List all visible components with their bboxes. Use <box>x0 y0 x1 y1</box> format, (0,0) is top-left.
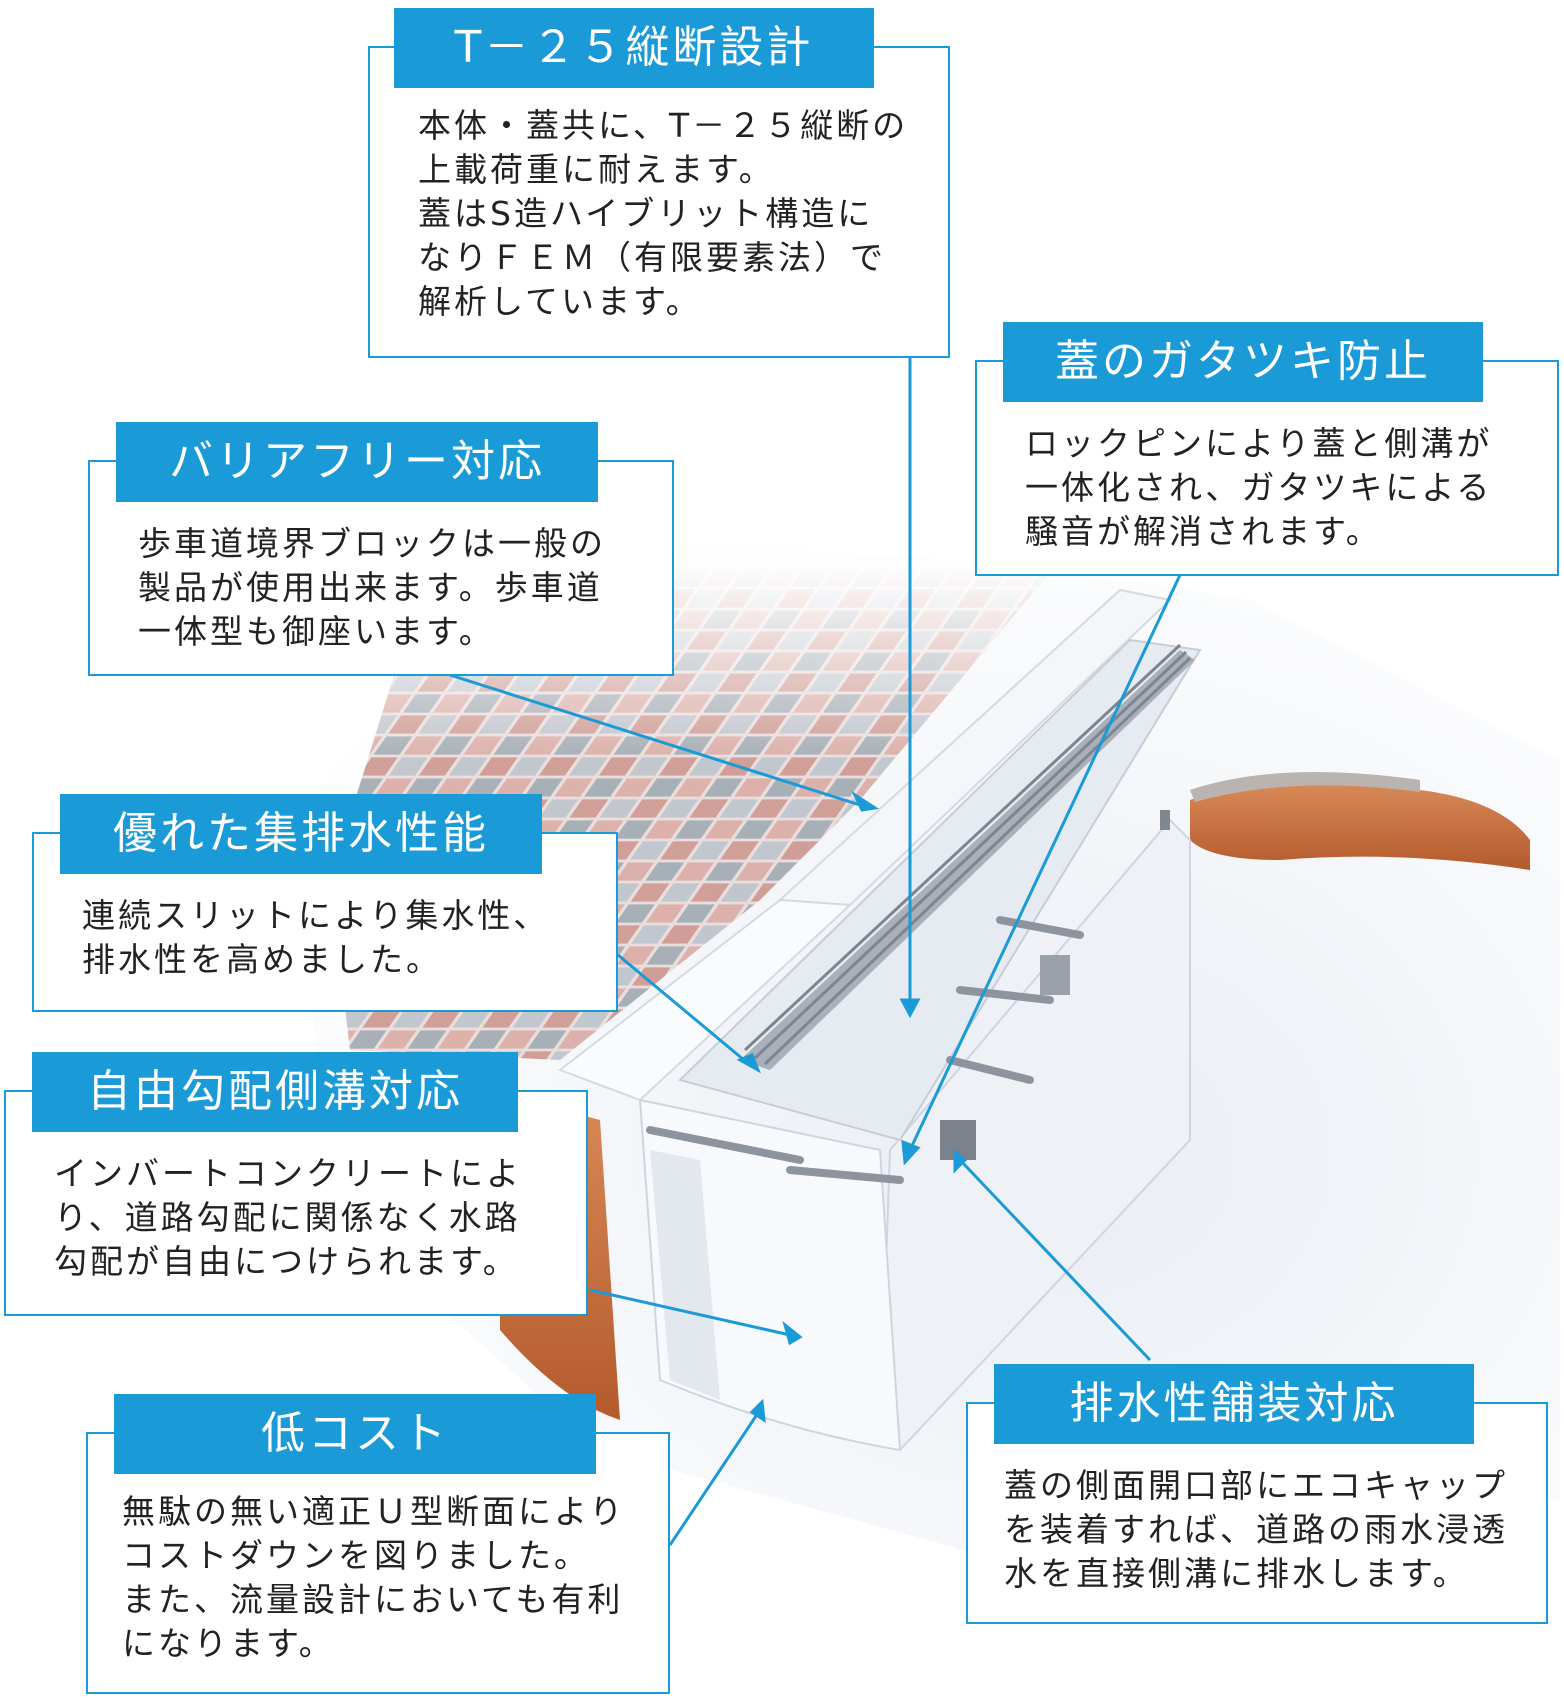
callout-rattle-title: 蓋のガタツキ防止 <box>1003 322 1483 402</box>
callout-barrier-free-title: バリアフリー対応 <box>116 422 598 502</box>
callout-rattle-line: 騒音が解消されます。 <box>1025 512 1382 551</box>
callout-gradient-line: り、道路勾配に関係なく水路 <box>54 1198 521 1237</box>
curb-side <box>557 898 853 1102</box>
callout-barrier-free-body: 歩車道境界ブロックは一般の 製品が使用出来ます。歩車道 一体型も御座います。 <box>138 522 606 654</box>
callout-permeable-line: を装着すれば、道路の雨水浸透 <box>1004 1510 1508 1549</box>
callout-t25-line: 蓋はS造ハイブリット構造に <box>418 194 874 233</box>
callout-barrier-free-line: 歩車道境界ブロックは一般の <box>138 524 606 563</box>
callout-t25-line: 本体・蓋共に、T－２５縦断の <box>418 106 909 145</box>
callout-rattle: 蓋のガタツキ防止 ロックピンにより蓋と側溝が 一体化され、ガタツキによる 騒音が… <box>975 322 1559 576</box>
gravel-right <box>1190 772 1420 802</box>
callout-t25: T－２５縦断設計 本体・蓋共に、T－２５縦断の 上載荷重に耐えます。 蓋はS造ハ… <box>368 8 950 358</box>
callout-low-cost-line: 無駄の無い適正Ｕ型断面により <box>122 1492 626 1531</box>
callout-barrier-free: バリアフリー対応 歩車道境界ブロックは一般の 製品が使用出来ます。歩車道 一体型… <box>88 422 674 676</box>
callout-barrier-free-line: 製品が使用出来ます。歩車道 <box>138 568 603 607</box>
callout-gradient-body: インバートコンクリートによ り、道路勾配に関係なく水路 勾配が自由につけられます… <box>54 1152 522 1284</box>
leader-arrows <box>449 355 1182 1546</box>
lock-pins <box>646 916 1084 1184</box>
callout-low-cost-line: になります。 <box>122 1624 335 1663</box>
callout-drainage: 優れた集排水性能 連続スリットにより集水性、 排水性を高めました。 <box>32 794 618 1012</box>
callout-gradient-line: インバートコンクリートによ <box>54 1154 522 1193</box>
callout-drainage-line: 排水性を高めました。 <box>82 940 442 979</box>
slot-grating-lines <box>743 643 1192 1066</box>
callout-t25-line: 解析しています。 <box>418 282 702 321</box>
callout-low-cost-body: 無駄の無い適正Ｕ型断面により コストダウンを図りました。 また、流量設計において… <box>122 1490 625 1666</box>
callout-low-cost: 低コスト 無駄の無い適正Ｕ型断面により コストダウンを図りました。 また、流量設… <box>86 1394 670 1694</box>
callout-permeable: 排水性舗装対応 蓋の側面開口部にエコキャップ を装着すれば、道路の雨水浸透 水を… <box>966 1364 1548 1624</box>
callout-permeable-title: 排水性舗装対応 <box>994 1364 1474 1444</box>
callout-gradient-line: 勾配が自由につけられます。 <box>54 1242 519 1281</box>
callout-gradient-title: 自由勾配側溝対応 <box>32 1052 518 1132</box>
callout-low-cost-title: 低コスト <box>114 1394 596 1474</box>
callout-drainage-title: 優れた集排水性能 <box>60 794 542 874</box>
callout-t25-line: なりＦＥＭ（有限要素法）で <box>418 238 886 277</box>
callout-rattle-body: ロックピンにより蓋と側溝が 一体化され、ガタツキによる 騒音が解消されます。 <box>1025 422 1492 554</box>
callout-permeable-body: 蓋の側面開口部にエコキャップ を装着すれば、道路の雨水浸透 水を直接側溝に排水し… <box>1004 1464 1508 1596</box>
callout-gradient: 自由勾配側溝対応 インバートコンクリートによ り、道路勾配に関係なく水路 勾配が… <box>4 1052 588 1316</box>
callout-t25-body: 本体・蓋共に、T－２５縦断の 上載荷重に耐えます。 蓋はS造ハイブリット構造に … <box>418 104 908 324</box>
callout-low-cost-line: コストダウンを図りました。 <box>122 1536 590 1575</box>
callout-t25-line: 上載荷重に耐えます。 <box>418 150 775 189</box>
callout-low-cost-line: また、流量設計においても有利 <box>122 1580 624 1619</box>
callout-t25-title: T－２５縦断設計 <box>394 8 874 88</box>
gutter-inner-shadow <box>650 1150 720 1400</box>
callout-permeable-line: 蓋の側面開口部にエコキャップ <box>1004 1466 1508 1505</box>
callout-drainage-body: 連続スリットにより集水性、 排水性を高めました。 <box>82 894 549 982</box>
callout-permeable-line: 水を直接側溝に排水します。 <box>1004 1554 1469 1593</box>
callout-rattle-line: 一体化され、ガタツキによる <box>1025 468 1493 507</box>
callout-rattle-line: ロックピンにより蓋と側溝が <box>1025 424 1493 463</box>
soil-right <box>1190 782 1530 870</box>
callout-barrier-free-line: 一体型も御座います。 <box>138 612 495 651</box>
callout-drainage-line: 連続スリットにより集水性、 <box>82 896 550 935</box>
